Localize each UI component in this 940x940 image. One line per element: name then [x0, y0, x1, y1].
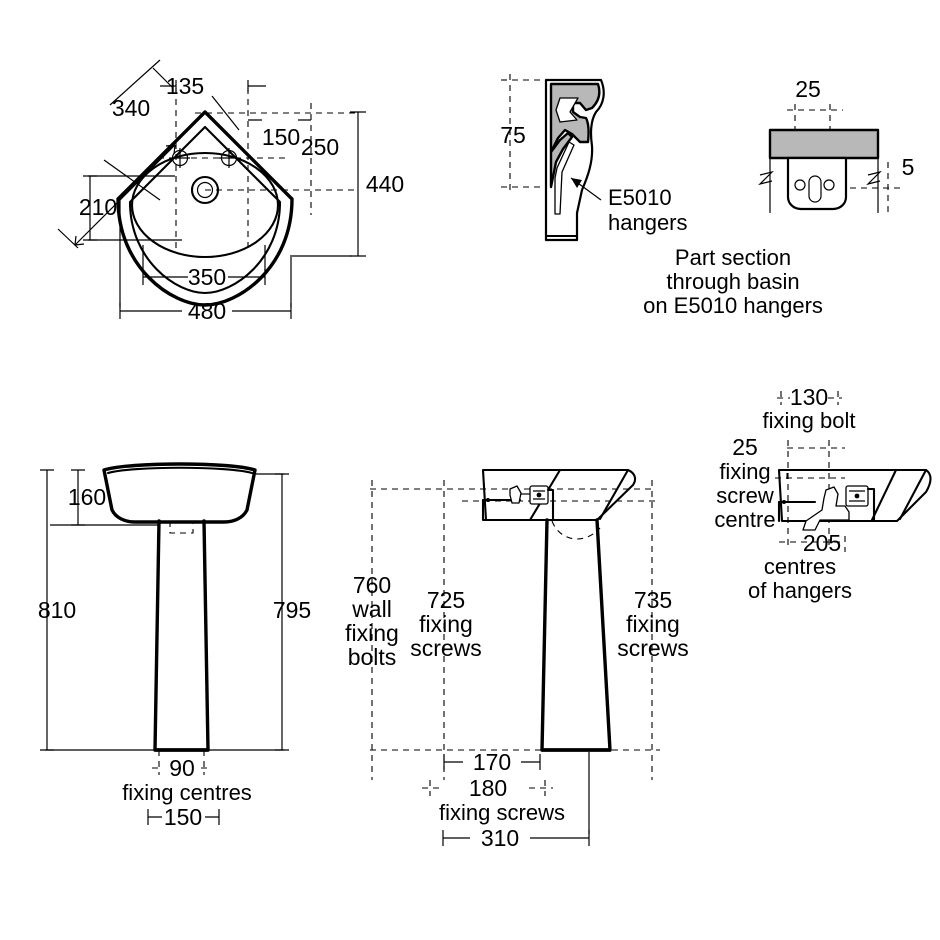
- plan-basin-outline: [116, 110, 294, 307]
- dimension-75-label: 75: [500, 122, 526, 148]
- dimension-150-front: 150: [147, 804, 220, 830]
- dimension-75: 75: [500, 122, 526, 148]
- screw-centre-line1: fixing: [719, 459, 770, 484]
- label-725-line3: screws: [410, 635, 482, 661]
- callout-e5010-hangers: E5010 hangers: [570, 177, 688, 235]
- bracket-body: [786, 156, 848, 211]
- dimension-150-front-label: 150: [164, 804, 202, 830]
- dimension-150-plan: 150: [248, 119, 311, 150]
- label-735-line3: screws: [617, 635, 689, 661]
- dimension-90-label: 90: [169, 755, 195, 781]
- leader-135: [211, 95, 240, 131]
- label-760-line2: wall: [351, 596, 392, 622]
- label-760-line4: bolts: [348, 644, 397, 670]
- label-725-fixing-screws: 725 fixing screws: [410, 587, 482, 661]
- dimension-250: 250: [301, 134, 339, 160]
- detail-hanger: [782, 485, 876, 531]
- dimension-480-label: 480: [188, 298, 226, 324]
- label-735-line1: 735: [634, 587, 672, 613]
- caption-line-2: through basin: [666, 269, 799, 294]
- dimension-5-bracket: 5: [902, 154, 915, 180]
- screw-centre-line2: screw: [716, 483, 774, 508]
- plan-tap-holes: [170, 148, 239, 168]
- fixing-centres-label: fixing centres: [122, 780, 252, 805]
- dimension-130-fixing-bolt: 130 fixing bolt: [763, 384, 856, 433]
- dimension-25-screw-centre: 25 fixing screw centre: [714, 434, 775, 532]
- side-pedestal-column: [540, 518, 612, 752]
- label-725-line1: 725: [427, 587, 465, 613]
- plan-waste-outlet: [190, 175, 220, 205]
- dimension-350-label: 350: [188, 264, 226, 290]
- part-section-through-basin: 75 E5010 hangers Part section through ba…: [500, 74, 823, 318]
- dimension-170: 170: [443, 749, 541, 775]
- dimension-310-label: 310: [481, 825, 519, 851]
- dimension-160: 160: [50, 469, 160, 526]
- caption-line-3: on E5010 hangers: [643, 293, 823, 318]
- hanger-bracket-detail: 25 5: [758, 76, 915, 213]
- dimension-480: 480: [119, 197, 292, 324]
- detail-construction-lines: [775, 440, 846, 552]
- dimension-205-label: 205: [803, 530, 841, 556]
- side-hanger-detail: [486, 485, 555, 522]
- front-basin: [102, 462, 257, 524]
- dimension-170-label: 170: [473, 749, 511, 775]
- dimension-135-label: 135: [166, 73, 204, 99]
- section-hanger-fill: [549, 82, 601, 215]
- screw-centre-line3: centre: [714, 507, 775, 532]
- pedestal-front-elevation: 160 810 795 90 fixing centres: [38, 462, 311, 830]
- dimension-25-bracket-label: 25: [795, 76, 821, 102]
- dimension-210: 210: [79, 175, 182, 241]
- dimension-180-fixing-screws: 180 fixing screws: [422, 775, 565, 825]
- dimension-210-label: 210: [79, 194, 117, 220]
- label-760-wall-fixing-bolts: 760 wall fixing bolts: [345, 572, 399, 670]
- fixing-bolt-label: fixing bolt: [763, 408, 856, 433]
- dimension-130-label: 130: [790, 384, 828, 410]
- dimension-795-label: 795: [273, 597, 311, 623]
- dimension-310: 310: [442, 752, 590, 851]
- dimension-810-label: 810: [38, 597, 76, 623]
- bracket-break-lines: [758, 158, 882, 213]
- callout-e5010-line1: E5010: [608, 185, 672, 210]
- basin-hanger-section-detail: 130 fixing bolt 25 fixing screw centre 2…: [714, 384, 932, 603]
- side-construction-lines: [370, 480, 660, 780]
- dimension-340-label: 340: [112, 95, 150, 121]
- label-760-line3: fixing: [345, 620, 399, 646]
- dimension-135: 135: [160, 73, 266, 99]
- leader-340: [103, 159, 161, 201]
- dimension-25-detail-label: 25: [732, 434, 758, 460]
- side-basin: [481, 468, 637, 522]
- centres-hangers-line2: of hangers: [748, 578, 852, 603]
- callout-e5010-line2: hangers: [608, 210, 688, 235]
- dimension-440: 440: [292, 111, 404, 257]
- dimension-150-plan-label: 150: [262, 124, 300, 150]
- part-section-caption: Part section through basin on E5010 hang…: [643, 245, 823, 318]
- caption-line-1: Part section: [675, 245, 791, 270]
- pedestal-side-elevation: 760 wall fixing bolts 725 fixing screws …: [345, 468, 689, 851]
- dimension-810: 810: [38, 469, 155, 751]
- label-735-line2: fixing: [626, 611, 680, 637]
- dimension-90-fixing-centres: 90 fixing centres: [122, 750, 252, 805]
- dimension-5-bracket-label: 5: [902, 154, 915, 180]
- centres-hangers-line1: centres: [764, 554, 836, 579]
- dimension-205-centres-of-hangers: 205 centres of hangers: [748, 530, 852, 603]
- dimension-180-label: 180: [469, 775, 507, 801]
- dimension-340: 340: [57, 59, 176, 249]
- dimension-160-label: 160: [68, 484, 106, 510]
- fixing-screws-label: fixing screws: [439, 800, 565, 825]
- label-735-fixing-screws: 735 fixing screws: [617, 587, 689, 661]
- corner-basin-plan-view: 135 340 150 250 440: [57, 59, 404, 324]
- dimension-350: 350: [142, 245, 266, 290]
- bracket-wall-plate: [768, 128, 880, 160]
- dimension-440-label: 440: [366, 171, 404, 197]
- label-725-line2: fixing: [419, 611, 473, 637]
- front-pedestal-column: [153, 519, 210, 752]
- dimension-795: 795: [208, 473, 311, 751]
- dimension-250-label: 250: [301, 134, 339, 160]
- label-760-line1: 760: [353, 572, 391, 598]
- callout-arrowhead: [571, 178, 582, 188]
- dimension-25-bracket: 25: [795, 76, 821, 102]
